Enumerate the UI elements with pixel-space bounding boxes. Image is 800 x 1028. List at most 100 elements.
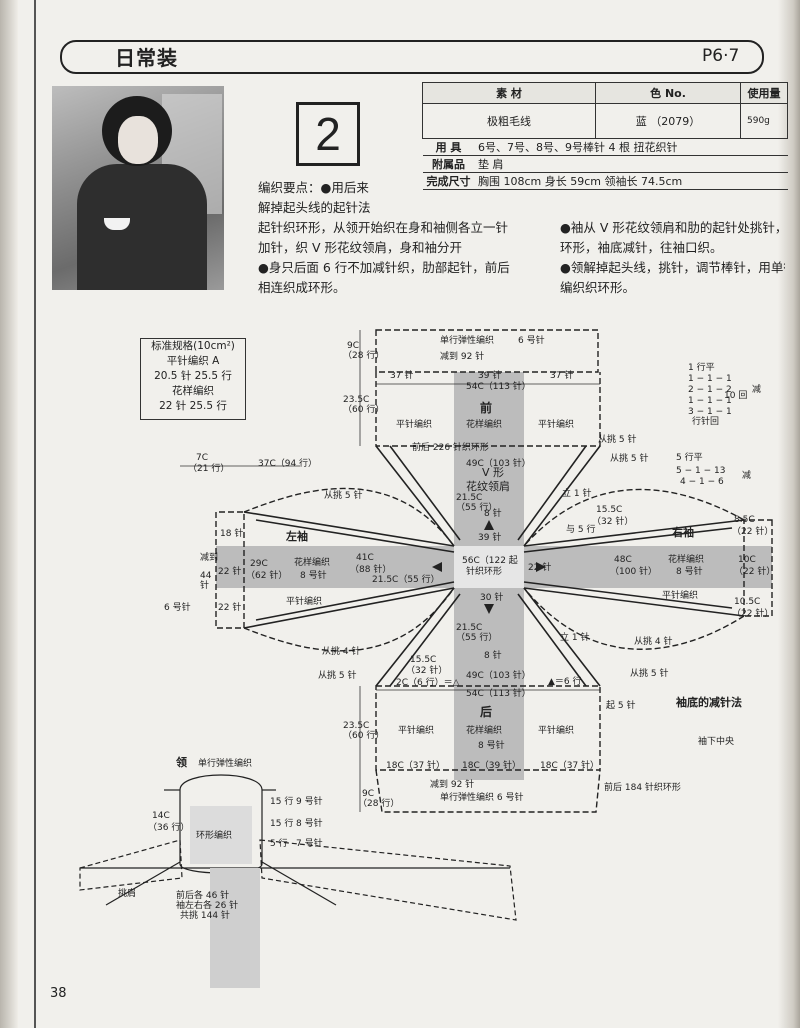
label-back-plain-r: 平针编织	[538, 724, 574, 736]
label-left-44: 44	[200, 571, 212, 581]
label-pick5b: 从挑 5 针	[318, 669, 356, 681]
instr-line: ●领解掉起头线，挑针，调节棒针，用单行弹	[560, 260, 785, 275]
instr-line: 编织要点：●用后来	[258, 180, 369, 195]
collar-labels: 领 单行弹性编织 14C （36 行） 环形编织 15 行 9 号针 15 行 …	[118, 755, 323, 921]
gauge-box: 标准规格(10cm²) 平针编织 A 20.5 针 25.5 行 花样编织 22…	[140, 338, 246, 420]
label-left-215c: 21.5C（55 行）	[372, 573, 440, 585]
usage-value: 590g	[740, 103, 788, 139]
instr-line: 加针，织 V 形花纹领肩，身和袖分开	[258, 240, 462, 255]
label-back-9c-rows: （28 行）	[358, 797, 399, 809]
instructions-left: 编织要点：●用后来 解掉起头线的起针法 起针织环形，从领开始织在身和袖侧各立一针…	[258, 178, 558, 298]
label-front-9c-rows: （28 行）	[343, 349, 384, 361]
label-r-22: 22 针	[528, 561, 551, 573]
margin-line	[34, 0, 36, 1028]
label-center-30: 30 针	[480, 591, 503, 603]
label-r-85c-st: （22 针）	[732, 525, 773, 537]
label-pick5c: 从挑 5 针	[598, 433, 636, 445]
label-back-cast: 前后 184 针织环形	[604, 781, 681, 793]
label-sleeve-rise: 起 5 针	[606, 699, 635, 711]
materials-table: 素 材 色 No. 使用量 极粗毛线 蓝 （2079） 590g 用 具 6号、…	[422, 82, 788, 190]
instr-line: 相连织成环形。	[258, 280, 346, 295]
formula-note: 行针回	[692, 415, 719, 427]
collar-front-strip	[210, 868, 260, 988]
label-back-decrease: 减到 92 针	[430, 778, 474, 790]
label-left-plain: 平针编织	[286, 595, 322, 607]
dimension-lines	[180, 330, 600, 812]
collar-n8: 8 号针	[296, 817, 323, 829]
label-right-needle8: 8 号针	[676, 565, 703, 577]
label-pick5d: 从挑 5 针	[610, 452, 648, 464]
label-front-37l: 37 针	[390, 369, 413, 381]
size-label: 完成尺寸	[426, 175, 471, 188]
label-left-7c: 7C	[196, 453, 208, 463]
label-left-sleeve: 左袖	[285, 529, 308, 543]
label-back-needle8: 8 号针	[478, 739, 505, 751]
label-r-10c-st: （22 针）	[734, 565, 775, 577]
formula-dec: 减	[752, 383, 761, 395]
label-pick5e: 从挑 5 针	[630, 667, 668, 679]
label-r-dec-mark: 减	[742, 469, 751, 481]
label-left-41c: 41C	[356, 553, 374, 563]
label-back: 后	[480, 704, 492, 719]
label-left-18: 18 针	[220, 527, 243, 539]
label-r-dec2: 4 − 1 − 6	[680, 477, 724, 487]
label-left-pattern: 花样编织	[294, 556, 330, 568]
header-page-ref: P6·7	[702, 46, 740, 66]
gauge-stockinette: 平针编织 A	[166, 355, 220, 367]
gauge-pattern: 花样编织	[172, 385, 214, 397]
label-r-48c-st: （100 针）	[610, 565, 657, 577]
collar-14c: 14C	[152, 811, 170, 821]
formula-2: 1 − 1 − 1	[688, 374, 732, 384]
label-l-2c: 2C（6 行）＝△	[396, 676, 460, 688]
label-right-plain: 平针编织	[662, 589, 698, 601]
label-yoke-215c: 21.5C	[456, 493, 482, 503]
collar-n9: 9 号针	[296, 795, 323, 807]
label-r-85c: 8.5C	[734, 515, 755, 525]
label-r-105c: 10.5C	[734, 597, 760, 607]
label-yoke-39: 39 针	[478, 531, 501, 543]
collar-r15b: 15 行	[270, 817, 293, 829]
label-front-cast: 前后 226 针织环形	[412, 441, 489, 453]
collar-title: 领	[175, 755, 187, 769]
collar-rib: 单行弹性编织	[198, 757, 252, 769]
label-back-54c: 54C（113 针）	[466, 687, 531, 699]
page-number: 38	[50, 986, 67, 1001]
label-r-155c-st: （32 针）	[592, 515, 633, 527]
label-yoke-8b: 8 针	[484, 649, 502, 661]
label-front-plain-r: 平针编织	[538, 418, 574, 430]
material-value: 极粗毛线	[422, 103, 596, 139]
label-back-235c-rows: （60 行）	[343, 729, 384, 741]
label-back-18m: 18C（39 针）	[462, 759, 521, 771]
garment-outline	[215, 329, 773, 813]
label-v-yoke2: 花纹领肩	[466, 479, 510, 493]
label-back-rib: 单行弹性编织 6 号针	[440, 791, 523, 803]
right-gutter	[778, 0, 800, 1028]
size-value: 胸围 108cm 身长 59cm 领袖长 74.5cm	[478, 175, 683, 188]
label-l-155c: 15.5C	[410, 655, 436, 665]
label-v-yoke: V 形	[482, 466, 504, 479]
label-r-10c: 10C	[738, 555, 756, 565]
label-left-22b: 22 针	[218, 601, 241, 613]
collar-r15a: 15 行	[270, 795, 293, 807]
tools-label: 用 具	[435, 141, 462, 154]
label-r-5rows: 5 行平	[676, 451, 703, 463]
label-yoke-215c-b-st: （55 行）	[456, 631, 497, 643]
label-back-235c: 23.5C	[343, 721, 369, 731]
sleeve-decrease-sub: 袖下中央	[698, 735, 734, 747]
schematic-labels: 单行弹性编织 6 号针 减到 92 针 37 针 39 针 37 针 54C（1…	[164, 334, 775, 809]
label-left-22a: 22 针	[218, 565, 241, 577]
label-center-56c-2: 针织环形	[466, 565, 502, 577]
model-photo	[52, 86, 224, 290]
label-r-155c: 15.5C	[596, 505, 622, 515]
label-yoke-215c-st: （55 行）	[456, 501, 497, 513]
label-rise1: 立 1 针	[562, 487, 591, 499]
label-left-6: 6 号针	[164, 601, 191, 613]
label-pick4: 从挑 4 针	[322, 645, 360, 657]
collar-14c-rows: （36 行）	[148, 821, 189, 833]
collar-pick1: 前后各 46 针	[176, 889, 229, 901]
book-spine	[0, 0, 18, 1028]
label-front-9c: 9C	[347, 341, 359, 351]
sleeve-decrease-title: 袖底的减针法	[676, 695, 742, 709]
collar-pick3: 共挑 144 针	[180, 909, 230, 921]
label-front-decrease: 减到 92 针	[440, 350, 484, 362]
